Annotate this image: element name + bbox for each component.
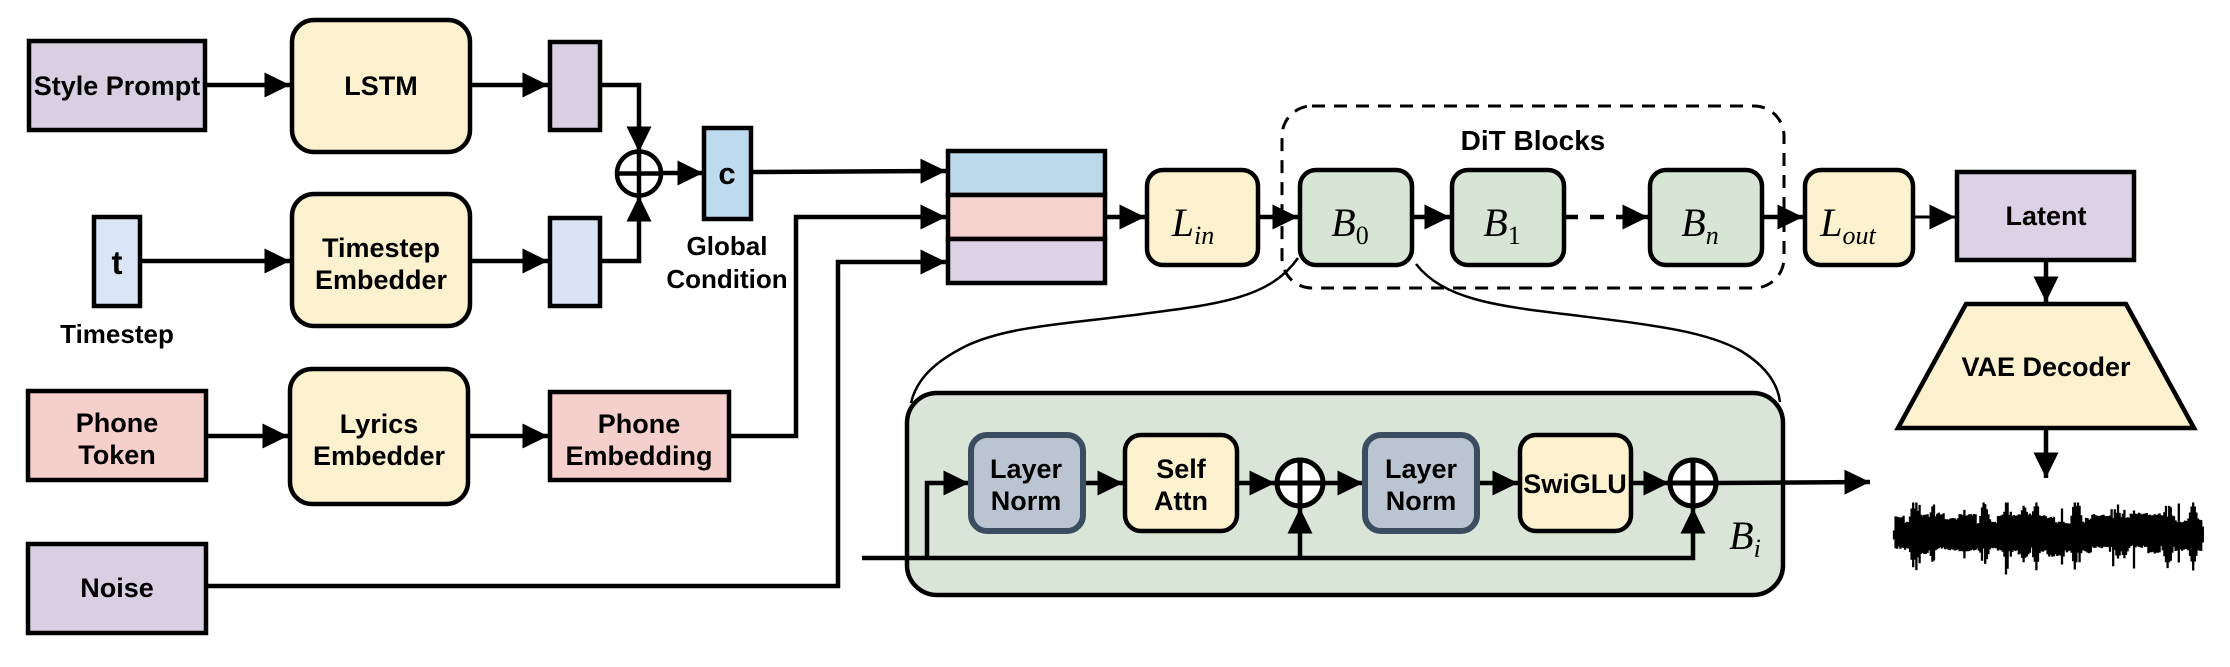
svg-text:t: t bbox=[112, 244, 123, 281]
svg-text:Timestep: Timestep bbox=[60, 319, 174, 349]
svg-text:Timestep: Timestep bbox=[322, 233, 440, 263]
svg-text:Condition: Condition bbox=[666, 264, 787, 294]
svg-text:Noise: Noise bbox=[80, 573, 154, 603]
svg-text:Phone: Phone bbox=[76, 408, 159, 438]
svg-text:Layer: Layer bbox=[990, 454, 1063, 484]
svg-text:Style Prompt: Style Prompt bbox=[34, 71, 201, 101]
svg-text:c: c bbox=[718, 156, 735, 191]
svg-text:Lyrics: Lyrics bbox=[340, 409, 419, 439]
svg-text:Embedder: Embedder bbox=[313, 441, 446, 471]
svg-text:VAE Decoder: VAE Decoder bbox=[1961, 352, 2131, 382]
svg-text:Token: Token bbox=[78, 440, 156, 470]
svg-text:Norm: Norm bbox=[991, 486, 1062, 516]
svg-text:Global: Global bbox=[687, 231, 768, 261]
svg-text:Lout: Lout bbox=[1819, 200, 1876, 250]
svg-text:Norm: Norm bbox=[1386, 486, 1457, 516]
svg-text:Self: Self bbox=[1156, 454, 1207, 484]
svg-text:Embedder: Embedder bbox=[315, 265, 448, 295]
svg-text:Phone: Phone bbox=[598, 409, 681, 439]
svg-text:LSTM: LSTM bbox=[344, 71, 418, 101]
svg-text:DiT Blocks: DiT Blocks bbox=[1461, 125, 1606, 156]
svg-text:Embedding: Embedding bbox=[566, 441, 713, 471]
svg-text:Latent: Latent bbox=[2006, 201, 2087, 231]
svg-text:SwiGLU: SwiGLU bbox=[1523, 469, 1627, 499]
svg-text:Layer: Layer bbox=[1385, 454, 1458, 484]
svg-text:Attn: Attn bbox=[1154, 486, 1208, 516]
